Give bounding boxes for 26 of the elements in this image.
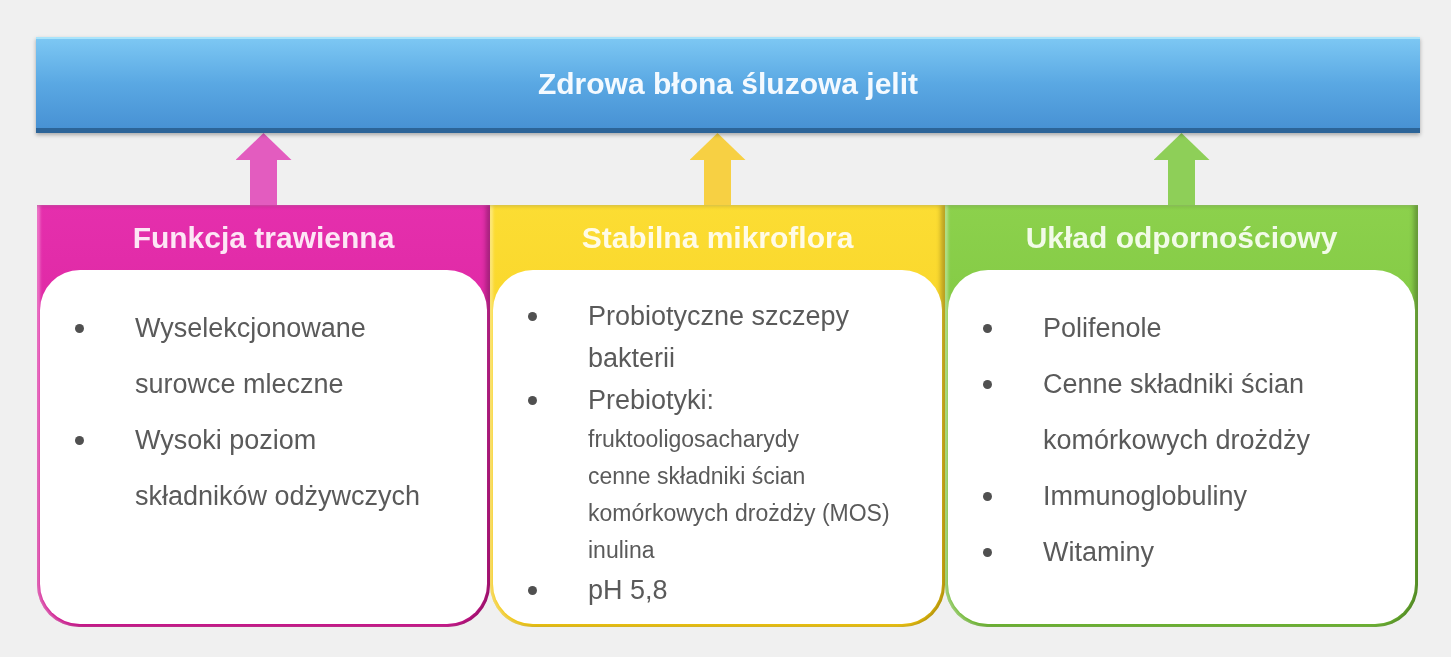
block-arrow (1153, 133, 1210, 205)
sub-item-text: fruktooligosacharydy (588, 425, 799, 454)
list-item-text: Polifenole (1043, 312, 1162, 345)
category-panel (945, 205, 1418, 627)
list-item-text: Probiotyczne szczepy bakterii (588, 300, 851, 375)
content-card (948, 270, 1415, 624)
list-item-text: Wyselekcjonowane surowce mleczne (135, 312, 367, 401)
sub-item-text: inulina (588, 536, 655, 565)
block-arrow (235, 133, 292, 205)
category-panel (490, 205, 945, 627)
banner-title: Zdrowa błona śluzowa jelit (537, 66, 918, 102)
list-item-text: Prebiotyki: (588, 384, 715, 417)
list-item-text: Cenne składniki ścian komórkowych drożdży (1043, 368, 1312, 457)
list-item-text: Immunoglobuliny (1043, 480, 1248, 513)
panel-heading: Funkcja trawienna (132, 220, 395, 256)
sub-item-text: cenne składniki ścian komórkowych drożdży (MOS) (588, 462, 891, 528)
list-item-text: pH 5,8 (588, 574, 668, 607)
list-item-text: Wysoki poziom składników odżywczych (135, 424, 422, 513)
content-card (493, 270, 942, 624)
block-arrow (689, 133, 746, 205)
content-card (40, 270, 487, 624)
list-item-text: Witaminy (1043, 536, 1154, 569)
category-panel (37, 205, 490, 627)
panel-heading: Stabilna mikroflora (581, 220, 854, 256)
header-banner (36, 37, 1420, 133)
panel-heading: Układ odpornościowy (1025, 220, 1338, 256)
